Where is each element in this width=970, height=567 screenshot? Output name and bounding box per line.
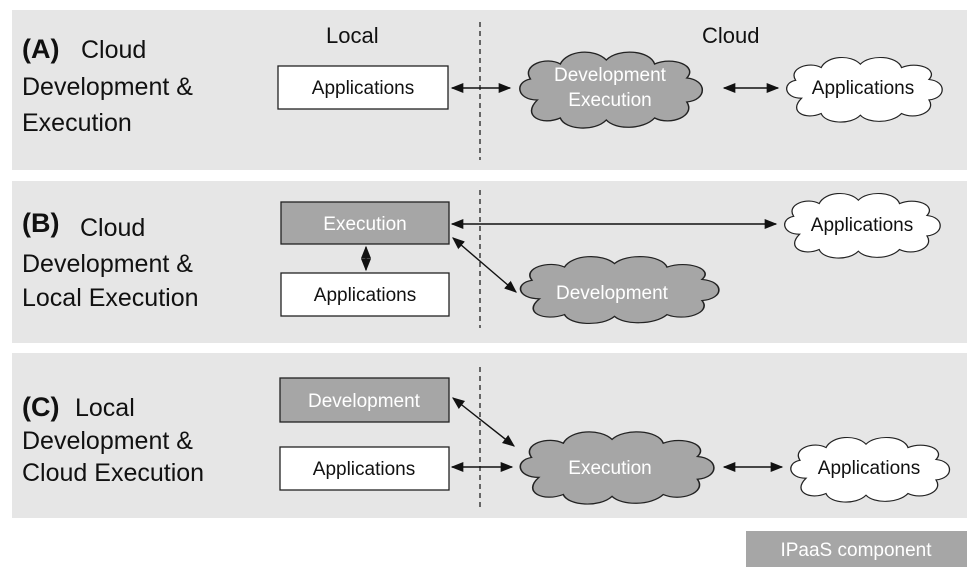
panel-c-title-line2: Development & [22,427,193,455]
panel-c-arrow-development-to-execution [452,397,515,447]
panel-b-title-line3: Local Execution [22,284,199,312]
panel-a-local-applications-box [277,65,449,110]
panel-b-execution-box [280,201,450,245]
panel-a-title-line3: Execution [22,109,132,137]
panel-c-development-box [279,377,450,423]
panel-b-development-label: Development [556,283,669,304]
header-cloud: Cloud [702,23,759,48]
panel-a-tag: (A) [22,34,59,64]
panel-a-cloud-applications-label: Applications [812,78,914,99]
header-local: Local [326,23,379,48]
panel-b-applications-label: Applications [314,285,416,306]
panel-c-development-label: Development [308,391,421,412]
panel-a-local-applications-label: Applications [312,78,414,99]
panel-b-applications-box [280,272,450,317]
panel-a-title-line1: Cloud [81,36,146,64]
panel-b-cloud-applications-label: Applications [811,215,913,236]
legend-label: IPaaS component [780,540,932,561]
panel-c-execution-label: Execution [568,458,651,479]
panel-c-tag: (C) [22,392,59,422]
panel-b-execution-label: Execution [323,214,406,235]
legend-swatch [746,531,967,567]
panel-c-applications-label: Applications [313,459,415,480]
panel-b-title-line1: Cloud [80,214,145,242]
panel-c-title-line1: Local [75,394,135,422]
panel-a-cloud-line1: Development [554,65,667,86]
panel-a-title-line2: Development & [22,73,193,101]
panel-c-title-line3: Cloud Execution [22,459,204,487]
panel-b-tag: (B) [22,208,59,238]
panel-c-applications-box [279,446,450,491]
panel-b-title-line2: Development & [22,250,193,278]
panel-b-arrow-execution-to-development [452,237,517,293]
panel-c-cloud-applications-label: Applications [818,458,920,479]
panel-a-cloud-line2: Execution [568,90,651,111]
